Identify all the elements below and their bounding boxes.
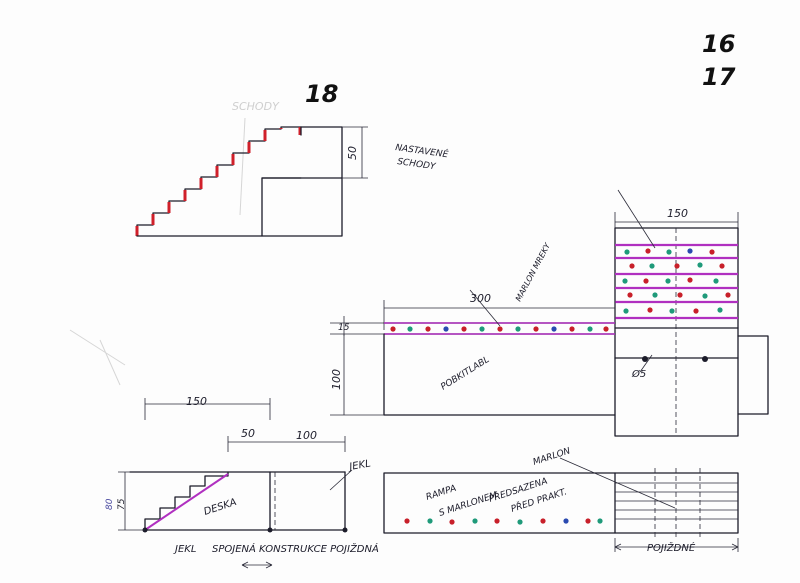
marlon-label: MARLON	[532, 446, 572, 468]
dim-15-label: 15	[338, 323, 350, 333]
dim-300-label: 300	[470, 292, 491, 305]
ramp-stair-section: 150 50 100 80 75 JEKL DESKA JEKL SPOJENÁ…	[105, 395, 379, 569]
dim-100-left: 100	[330, 369, 343, 390]
schody-label: SCHODY	[397, 157, 438, 172]
faint-bleed: SCHODY	[69, 100, 280, 386]
page-number-17: 17	[702, 63, 736, 91]
dim-50-bottom: 50	[241, 427, 255, 440]
wall-elevation: 150 Ø5 300	[330, 189, 769, 437]
deska-label: DESKA	[203, 497, 239, 518]
dim-100-bottom: 100	[296, 429, 317, 442]
dim-150-bottom: 150	[186, 395, 207, 408]
pobkitlabl-label: POBKITLABL	[439, 355, 491, 393]
dim-50-label: 50	[346, 146, 359, 160]
marlon-mreky-label: MARLON MREKY	[514, 241, 553, 303]
phi5-label: Ø5	[631, 368, 646, 380]
jekl-bottom-label: JEKL	[173, 544, 196, 555]
beam-holds	[390, 326, 609, 332]
dim-75-label: 75	[117, 498, 127, 510]
ramp-plan: MARLON RAMPA S MARLONEM PŘEDSAZENA PŘED …	[383, 446, 739, 554]
spojena-label: SPOJENÁ KONSTRUKCE POJIŽDNÁ	[212, 542, 379, 555]
sketch-number-18: 18	[305, 80, 338, 108]
plan-slats	[615, 482, 738, 520]
pojizdne-label: POJIŽDNÉ	[647, 541, 696, 554]
page-number-16: 16	[702, 30, 735, 58]
jekl-right-label: JEKL	[347, 458, 372, 473]
plan-holds	[404, 518, 603, 525]
tower-holds	[622, 248, 731, 314]
rampa-label: RAMPA	[425, 484, 458, 503]
dim-150-top: 150	[667, 207, 688, 220]
board-lines	[615, 243, 738, 320]
faint-label: SCHODY	[232, 100, 280, 113]
stair-sketch-18: 50 NASTAVENÉ SCHODY	[135, 126, 449, 237]
dim-80-label: 80	[105, 498, 115, 510]
